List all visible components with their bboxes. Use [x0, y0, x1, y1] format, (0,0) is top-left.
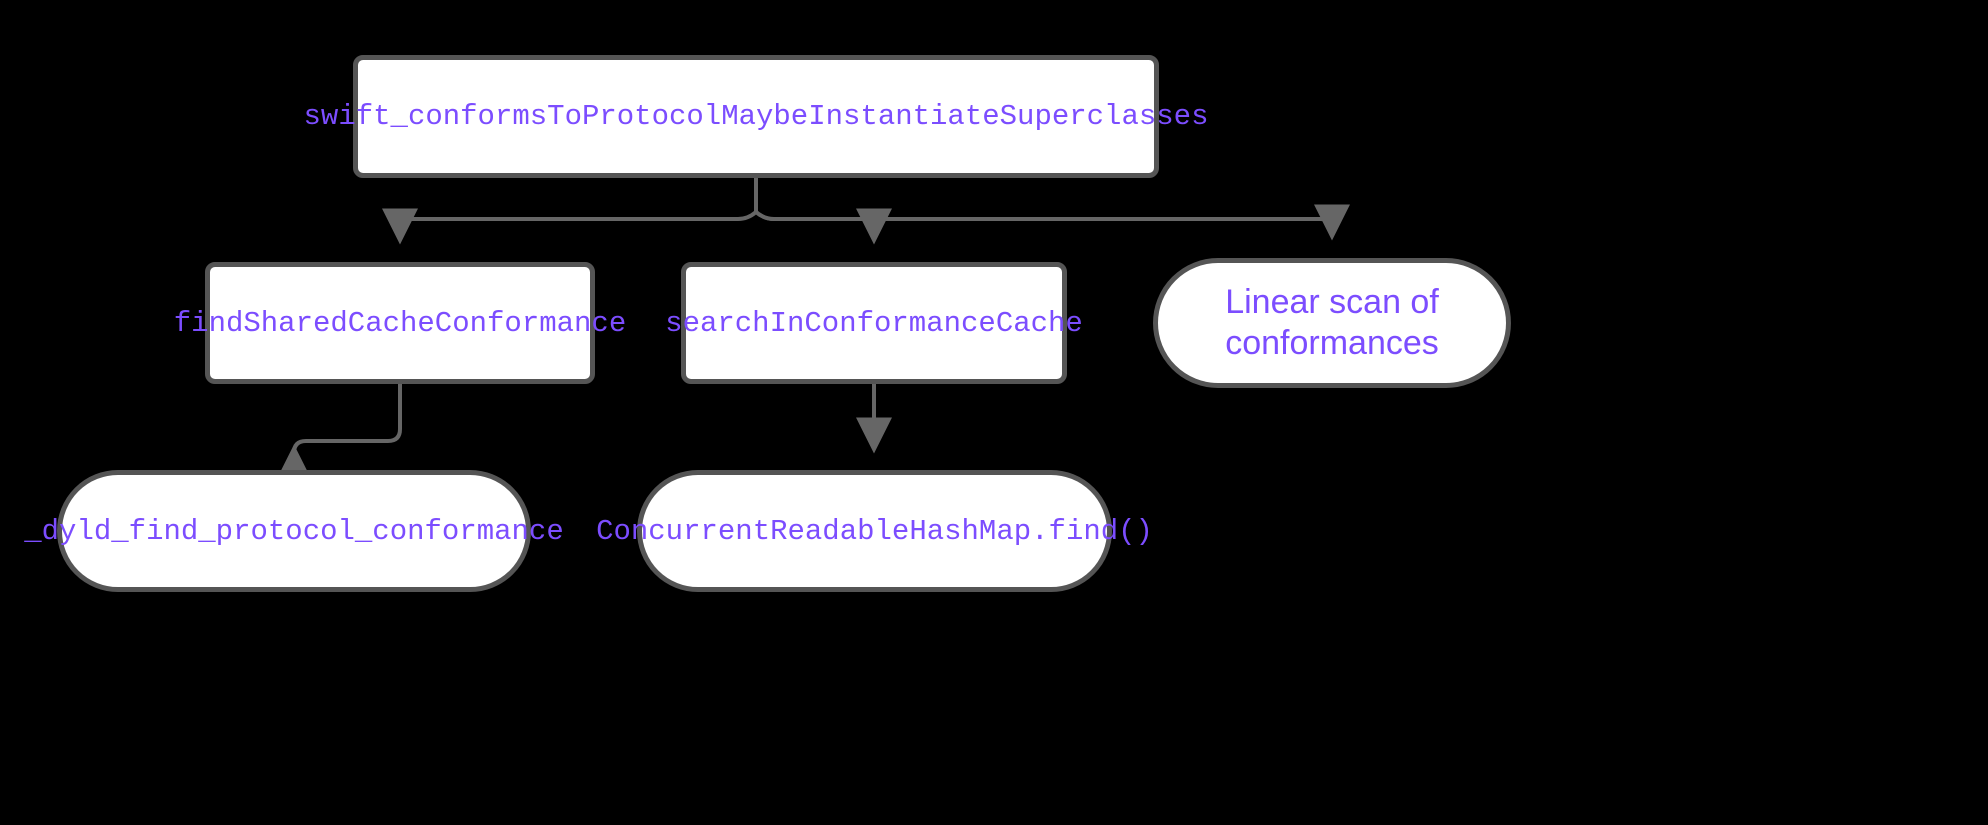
edge-findshared-to-dyld — [276, 384, 402, 481]
node-searchin-label: searchInConformanceCache — [665, 306, 1083, 340]
node-hashmap-label: ConcurrentReadableHashMap.find() — [596, 514, 1153, 548]
node-root-label: swift_conformsToProtocolMaybeInstantiate… — [303, 100, 1209, 133]
node-swift-conforms-to-protocol[interactable]: swift_conformsToProtocolMaybeInstantiate… — [304, 55, 1208, 178]
node-concurrent-readable-hashmap-find[interactable]: ConcurrentReadableHashMap.find() — [596, 470, 1153, 592]
node-linear-scan-of-conformances[interactable]: Linear scan of conformances — [1153, 258, 1511, 388]
node-find-shared-cache-conformance[interactable]: findSharedCacheConformance — [174, 262, 626, 384]
node-dyld-find-protocol-conformance[interactable]: _dyld_find_protocol_conformance — [24, 470, 564, 592]
node-linear-label: Linear scan of conformances — [1209, 282, 1455, 365]
node-linear-label-line-2: conformances — [1225, 324, 1439, 362]
node-search-in-conformance-cache[interactable]: searchInConformanceCache — [665, 262, 1083, 384]
node-dyld-label: _dyld_find_protocol_conformance — [24, 514, 564, 548]
edge-root-to-searchin — [754, 208, 892, 245]
edge-root-to-findshared — [382, 208, 758, 245]
node-linear-label-line-1: Linear scan of — [1225, 282, 1439, 321]
node-findshared-label: findSharedCacheConformance — [173, 306, 627, 340]
edge-root-to-linear — [754, 204, 1350, 241]
